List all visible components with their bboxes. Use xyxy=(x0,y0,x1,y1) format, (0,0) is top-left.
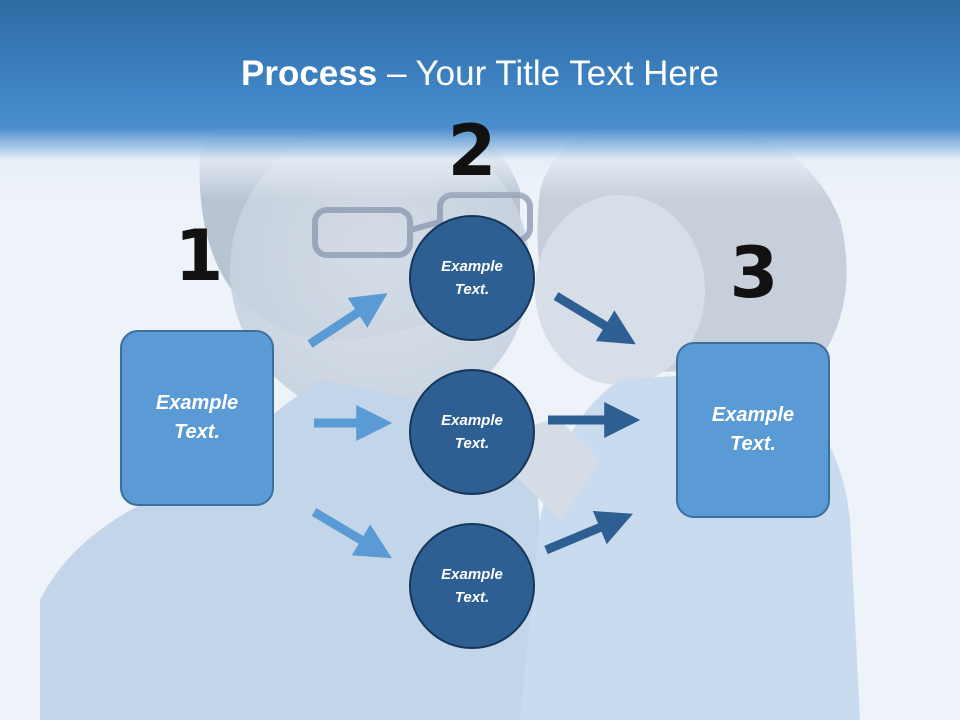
arrow-left-to-bottom xyxy=(311,508,392,559)
title-bold: Process xyxy=(241,54,378,93)
left-box-label: Example Text. xyxy=(155,392,239,443)
arrow-bottom-to-right xyxy=(544,511,633,555)
circle-middle: Example Text. xyxy=(409,369,535,495)
circle-bottom-label: Example Text. xyxy=(441,566,503,606)
circle-top: Example Text. xyxy=(409,215,535,341)
arrow-top-to-right xyxy=(553,292,636,345)
right-box-label: Example Text. xyxy=(711,404,795,455)
circle-middle-label: Example Text. xyxy=(441,412,503,452)
step-number-3: 3 xyxy=(729,232,779,314)
arrow-left-to-top xyxy=(307,293,388,348)
right-box: Example Text. xyxy=(676,342,830,518)
left-box: Example Text. xyxy=(120,330,274,506)
step-number-2: 2 xyxy=(447,110,497,192)
circle-bottom: Example Text. xyxy=(409,523,535,649)
circle-top-label: Example Text. xyxy=(441,258,503,298)
title-rest: – Your Title Text Here xyxy=(377,54,719,93)
header-band xyxy=(0,0,960,200)
step-number-1: 1 xyxy=(174,215,224,297)
slide-title: Process – Your Title Text Here xyxy=(0,52,960,96)
